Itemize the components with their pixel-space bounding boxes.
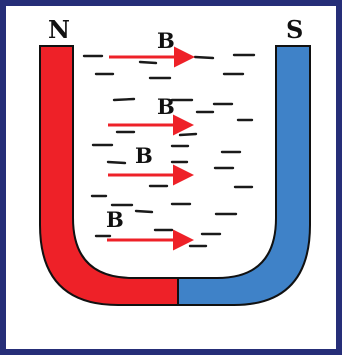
south-magnet-arm xyxy=(177,45,311,306)
field-vector-3: B xyxy=(108,143,194,186)
field-label-1: B xyxy=(157,28,175,53)
field-vector-2: B xyxy=(108,94,194,136)
field-label-4: B xyxy=(106,207,124,232)
north-pole-label: N xyxy=(48,15,70,44)
field-label-2: B xyxy=(157,94,175,119)
field-label-3: B xyxy=(135,143,153,168)
south-pole-label: S xyxy=(286,15,303,44)
field-vector-4: B xyxy=(106,207,194,251)
field-vector-1: B xyxy=(109,28,195,68)
